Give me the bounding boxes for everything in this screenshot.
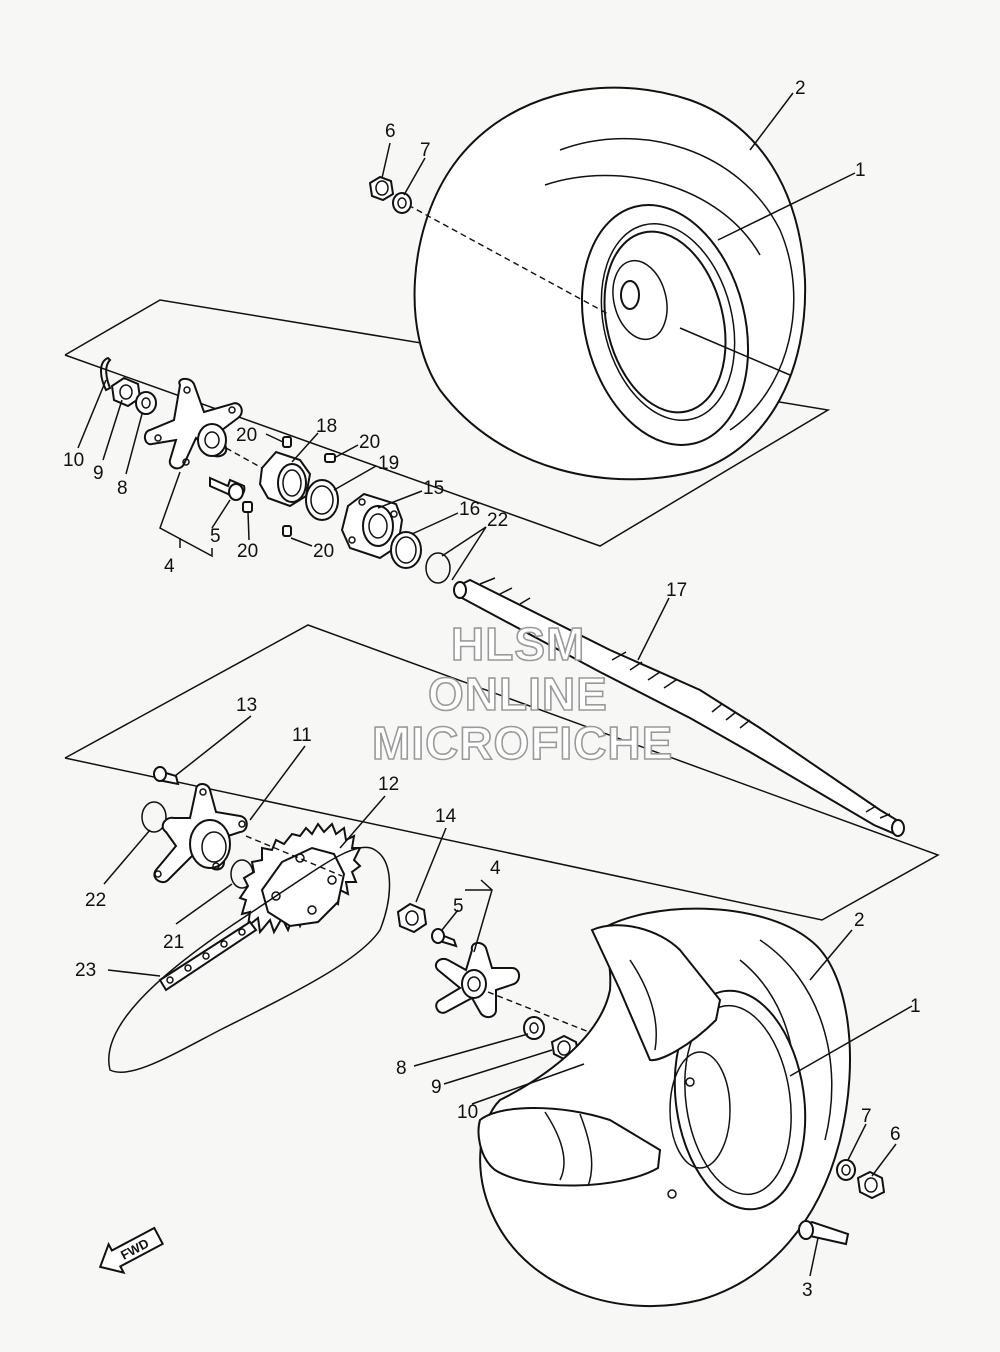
callout-22-upper: 22 [487, 510, 508, 531]
callout-10-lower: 10 [457, 1102, 478, 1123]
callout-6-upper: 6 [385, 121, 396, 142]
callout-5-lower: 5 [453, 896, 464, 917]
oil-seal-16 [390, 531, 422, 569]
hub-centerline [225, 447, 263, 469]
sprocket-12 [238, 822, 362, 935]
callout-20-a: 20 [236, 425, 257, 446]
callout-10-upper: 10 [63, 450, 84, 471]
washer-8 [135, 391, 157, 415]
leader-lines [77, 92, 913, 1277]
rear-axle-17 [453, 577, 905, 837]
sprocket-centerline [245, 835, 343, 877]
callout-20-d: 20 [313, 541, 334, 562]
nut-14 [396, 902, 428, 934]
callout-7-upper: 7 [420, 140, 431, 161]
callout-2-upper: 2 [795, 78, 806, 99]
callout-17: 17 [666, 580, 687, 601]
bolt-5-upper [209, 476, 246, 501]
hub-15 [340, 492, 404, 560]
grease-nipples-20 [242, 436, 336, 537]
callout-2-lower: 2 [854, 910, 865, 931]
callout-15: 15 [423, 478, 444, 499]
cotter-pin-10 [100, 356, 112, 392]
lower-wheel [477, 907, 851, 1308]
callout-9-upper: 9 [93, 463, 104, 484]
callout-11: 11 [292, 725, 312, 746]
washer-7 [392, 192, 412, 214]
watermark-line-3: MICROFICHE [372, 717, 673, 769]
callout-20-c: 20 [237, 541, 258, 562]
callout-4-upper: 4 [164, 556, 175, 577]
watermark: HLSM ONLINE MICROFICHE [371, 617, 673, 770]
callout-21: 21 [163, 932, 184, 953]
bolt-13 [153, 766, 180, 786]
callout-20-b: 20 [359, 432, 380, 453]
callout-19: 19 [378, 453, 399, 474]
bolt-5-lower [431, 928, 458, 948]
flange-nut-6 [368, 175, 395, 202]
hub-4-upper [144, 377, 243, 470]
flange-nut-6-lower [856, 1170, 886, 1200]
callout-4-lower: 4 [490, 858, 501, 879]
callout-23: 23 [75, 960, 96, 981]
callout-16: 16 [459, 499, 480, 520]
callout-22-lower: 22 [85, 890, 106, 911]
circlip-22-lower [141, 801, 167, 833]
drive-chain-23 [108, 846, 391, 1074]
callout-1-lower: 1 [910, 996, 921, 1017]
callout-9-lower: 9 [431, 1077, 442, 1098]
callout-8-upper: 8 [117, 478, 128, 499]
callout-5-upper: 5 [210, 526, 221, 547]
callout-13: 13 [236, 695, 257, 716]
callout-14: 14 [435, 806, 457, 827]
callout-3: 3 [802, 1280, 813, 1301]
callout-labels: 2 1 6 7 10 9 8 20 18 20 19 15 16 22 5 20… [63, 78, 921, 1301]
watermark-line-2: ONLINE [428, 668, 608, 720]
washer-7-lower [836, 1159, 856, 1181]
sprocket-hub-11 [153, 783, 248, 884]
axle-centerline-upper [407, 204, 611, 316]
valve-stem-3 [798, 1220, 850, 1246]
callout-8-lower: 8 [396, 1058, 407, 1079]
callout-1-upper: 1 [855, 160, 866, 181]
upper-assembly-boundary [64, 299, 831, 547]
forward-direction-badge: FWD [98, 1226, 165, 1275]
washer-8-lower [523, 1016, 545, 1040]
hub-4-lower [434, 942, 520, 1018]
callout-18: 18 [316, 416, 337, 437]
bearing-holder-18 [258, 450, 312, 508]
oil-seal-19 [305, 479, 339, 521]
watermark-line-1: HLSM [451, 618, 585, 670]
circlip-22-upper [425, 552, 451, 584]
callout-6-lower: 6 [890, 1124, 901, 1145]
callout-7-lower: 7 [861, 1106, 872, 1127]
upper-wheel [413, 86, 807, 481]
lower-assembly-boundary [64, 624, 940, 921]
callout-12: 12 [378, 774, 399, 795]
